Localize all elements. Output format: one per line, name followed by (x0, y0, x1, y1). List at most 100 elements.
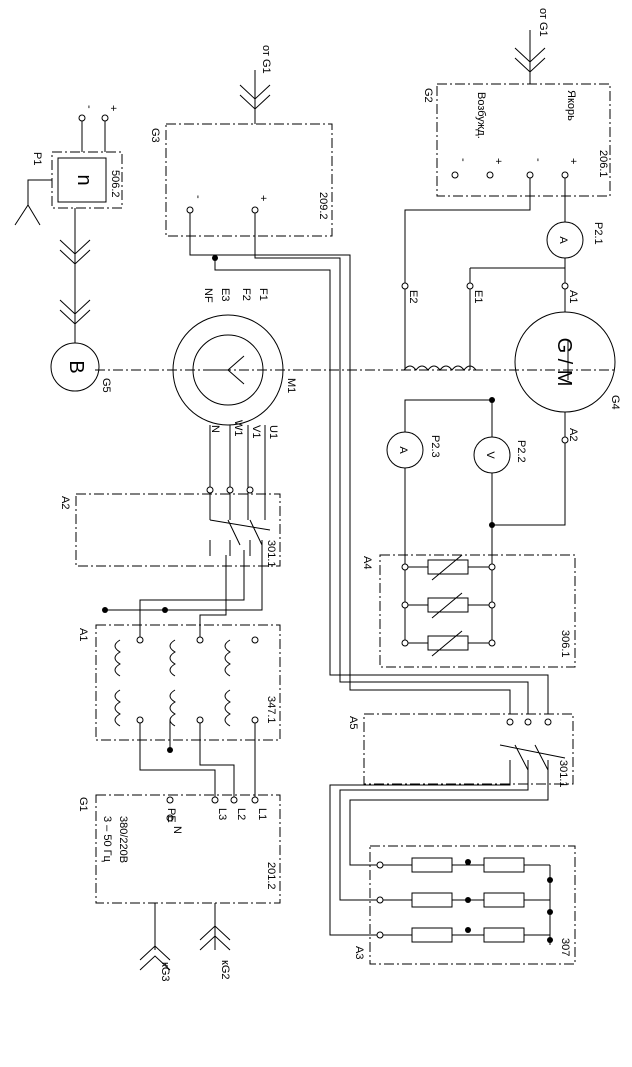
label-p22: P2.2 (515, 440, 527, 463)
wire-meters (404, 399, 493, 645)
label-307: 307 (559, 938, 571, 956)
label-w1: W1 (232, 420, 244, 437)
wye-symbol (210, 355, 245, 385)
label-206: 206.1 (597, 150, 609, 178)
label-l1: L1 (256, 808, 268, 820)
wire-a5-a3 (329, 760, 549, 936)
wire-armature-minus (404, 175, 531, 370)
label-n-motor: N (209, 425, 221, 433)
label-yakor: Якорь (565, 90, 577, 121)
label-minus-206: - (532, 158, 544, 162)
label-nf: NF (202, 288, 214, 303)
label-pe: PE (165, 808, 177, 823)
rpm-meter-symbol: n (73, 174, 95, 185)
label-g1: G1 (77, 797, 89, 812)
labels-group: от G1 от G1 G2 206.1 Якорь Возбужд. + - … (31, 8, 621, 982)
label-u1: U1 (267, 425, 279, 439)
ammeter-p23-label: A (397, 446, 409, 454)
label-minus-209: - (192, 195, 204, 199)
label-to-g3: кG3 (159, 962, 171, 982)
ammeter-p21-label: A (557, 236, 569, 244)
label-a5: A5 (347, 716, 359, 729)
module-a5-301-box (363, 713, 574, 785)
wire-347-in (105, 540, 263, 640)
module-206-box (436, 83, 611, 197)
wire-g1-arrows (154, 903, 216, 950)
wire-motor-u (209, 425, 266, 520)
label-from-g1-mid: от G1 (260, 45, 272, 74)
tacho-b-label: B (65, 360, 87, 373)
module-a1-347-box (95, 624, 281, 741)
module-a4-306-box (379, 554, 576, 668)
label-506: 506.2 (109, 170, 121, 198)
module-a2-301-box (75, 493, 281, 567)
label-e2: E2 (407, 290, 419, 303)
label-347: 347.1 (265, 696, 277, 724)
switch-a2 (209, 519, 271, 556)
label-209: 209.2 (317, 192, 329, 220)
label-f2: F2 (240, 288, 252, 301)
async-motor-inner (192, 334, 264, 406)
wire-p1-out (14, 179, 52, 226)
resistors-a3 (380, 857, 551, 945)
label-a2: A2 (59, 496, 71, 509)
label-a3: A3 (353, 946, 365, 959)
label-plus-p1: + (107, 105, 119, 111)
switch-a5 (499, 744, 566, 771)
label-301-b: 301.1 (557, 760, 569, 788)
module-201-box (95, 794, 281, 904)
label-v1: V1 (250, 425, 262, 438)
wire-209-out (189, 210, 549, 714)
junction-dots (102, 255, 553, 943)
label-p21: P2.1 (592, 222, 604, 245)
chevron-from-g1-top (514, 47, 546, 73)
module-209-box (165, 123, 333, 237)
label-a2-term: A2 (567, 428, 579, 441)
label-g5: G5 (100, 378, 112, 393)
wire-tacho (74, 118, 106, 343)
wire-347-out (139, 720, 256, 800)
label-from-g1-top: от G1 (537, 8, 549, 37)
label-g2: G2 (422, 88, 434, 103)
label-301-a: 301.1 (265, 540, 277, 568)
label-a1-term: A1 (567, 290, 579, 303)
transformer-coils (114, 639, 231, 727)
field-winding-e (403, 365, 477, 371)
label-g3: G3 (149, 128, 161, 143)
label-minus-vozb: - (457, 158, 469, 162)
chevron-to-g2 (199, 925, 231, 951)
label-a4: A4 (361, 556, 373, 569)
label-306: 306.1 (559, 630, 571, 658)
label-vozbuzh: Возбужд. (475, 92, 487, 139)
label-m1: M1 (285, 378, 297, 393)
rheostats-a4 (404, 554, 493, 657)
label-freq: 3 – 50 Гц (101, 816, 113, 863)
wire-a2 (491, 412, 566, 526)
label-e1: E1 (472, 290, 484, 303)
terminals (78, 114, 569, 939)
label-g4: G4 (609, 395, 621, 410)
module-a3-307-box (369, 845, 576, 965)
async-motor-outer (172, 314, 284, 426)
wire-e1 (469, 267, 565, 370)
label-201: 201.2 (265, 862, 277, 890)
label-minus-p1: - (83, 105, 95, 109)
label-l2: L2 (235, 808, 247, 820)
label-f1: F1 (257, 288, 269, 301)
chevron-from-g1-mid (239, 84, 271, 110)
label-n-g1: N (171, 826, 183, 834)
label-l3: L3 (216, 808, 228, 820)
label-plus-206: + (567, 158, 579, 164)
voltmeter-p22-label: V (484, 451, 496, 459)
label-plus-vozb: + (492, 158, 504, 164)
label-a1: A1 (77, 628, 89, 641)
label-plus-209: + (257, 195, 269, 201)
dc-machine-label: G / M (553, 338, 575, 387)
label-e3: E3 (219, 288, 231, 301)
label-volt: 380/220В (117, 816, 129, 863)
rpm-meter-p1 (57, 157, 107, 203)
chevron-to-g3 (139, 945, 171, 971)
label-to-g2: кG2 (219, 960, 231, 980)
label-p1: P1 (31, 152, 43, 165)
